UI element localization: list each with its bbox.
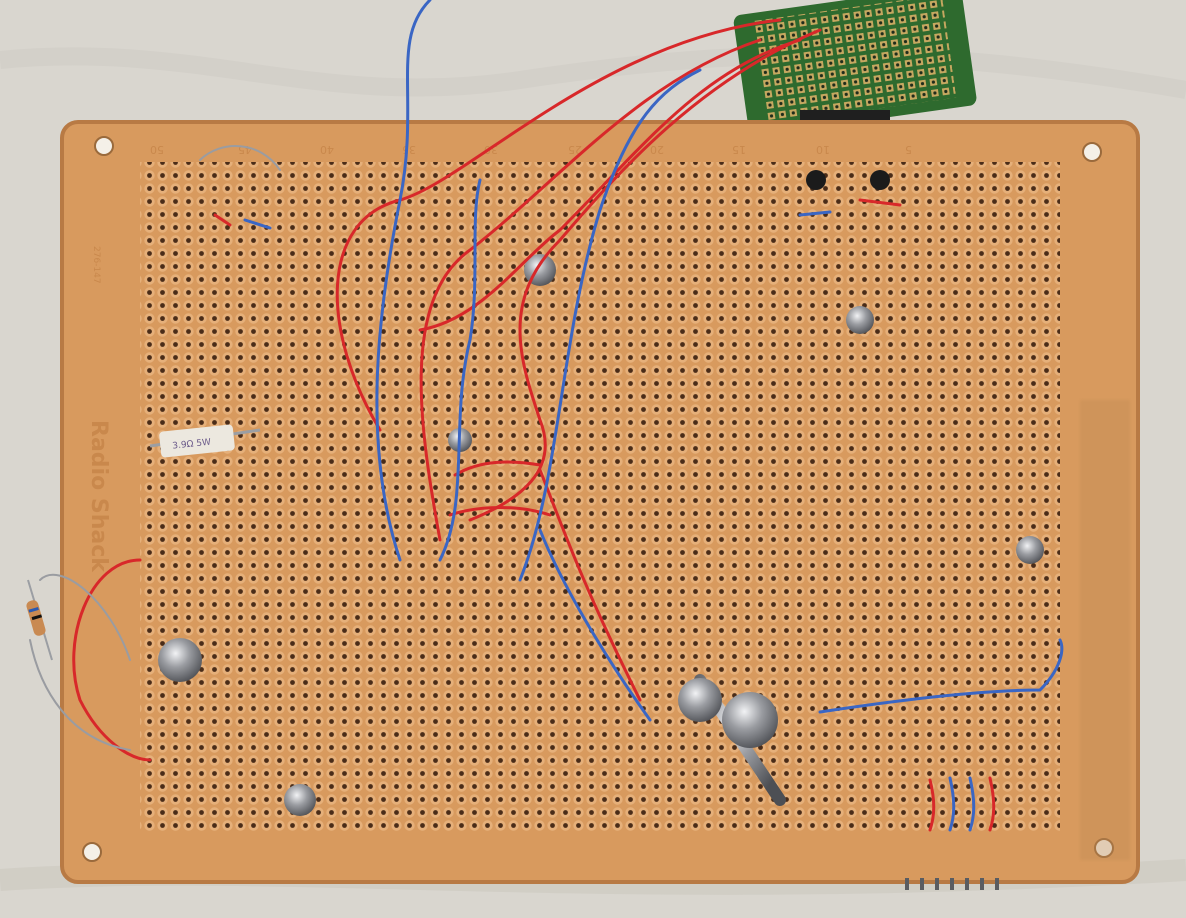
small-resistor [26,579,53,661]
silkscreen: 50 45 40 35 30 25 20 15 10 5 Radio Shack… [86,143,912,573]
column-number: 20 [650,143,664,156]
daughter-board [733,0,977,136]
board-side-code: 276-147 [91,246,101,284]
board-grime [1080,400,1130,860]
column-number: 50 [150,143,164,156]
column-number: 40 [320,143,334,156]
board-brand-label: Radio Shack [86,420,111,573]
column-number: 10 [816,143,830,156]
mounting-hole [1082,142,1102,162]
column-number: 15 [732,143,746,156]
header-pins [905,878,999,890]
power-resistor-marking: 3.9Ω 5W [172,438,212,452]
column-number: 25 [568,143,582,156]
jumper-wires [29,0,1064,832]
mounting-hole [82,842,102,862]
mounting-hole [94,136,114,156]
transistor-cans [806,170,890,190]
column-number: 35 [402,143,416,156]
solder-traces [134,164,1066,816]
column-number: 5 [905,143,912,156]
column-number: 45 [238,143,252,156]
power-resistor: 3.9Ω 5W [149,424,261,458]
